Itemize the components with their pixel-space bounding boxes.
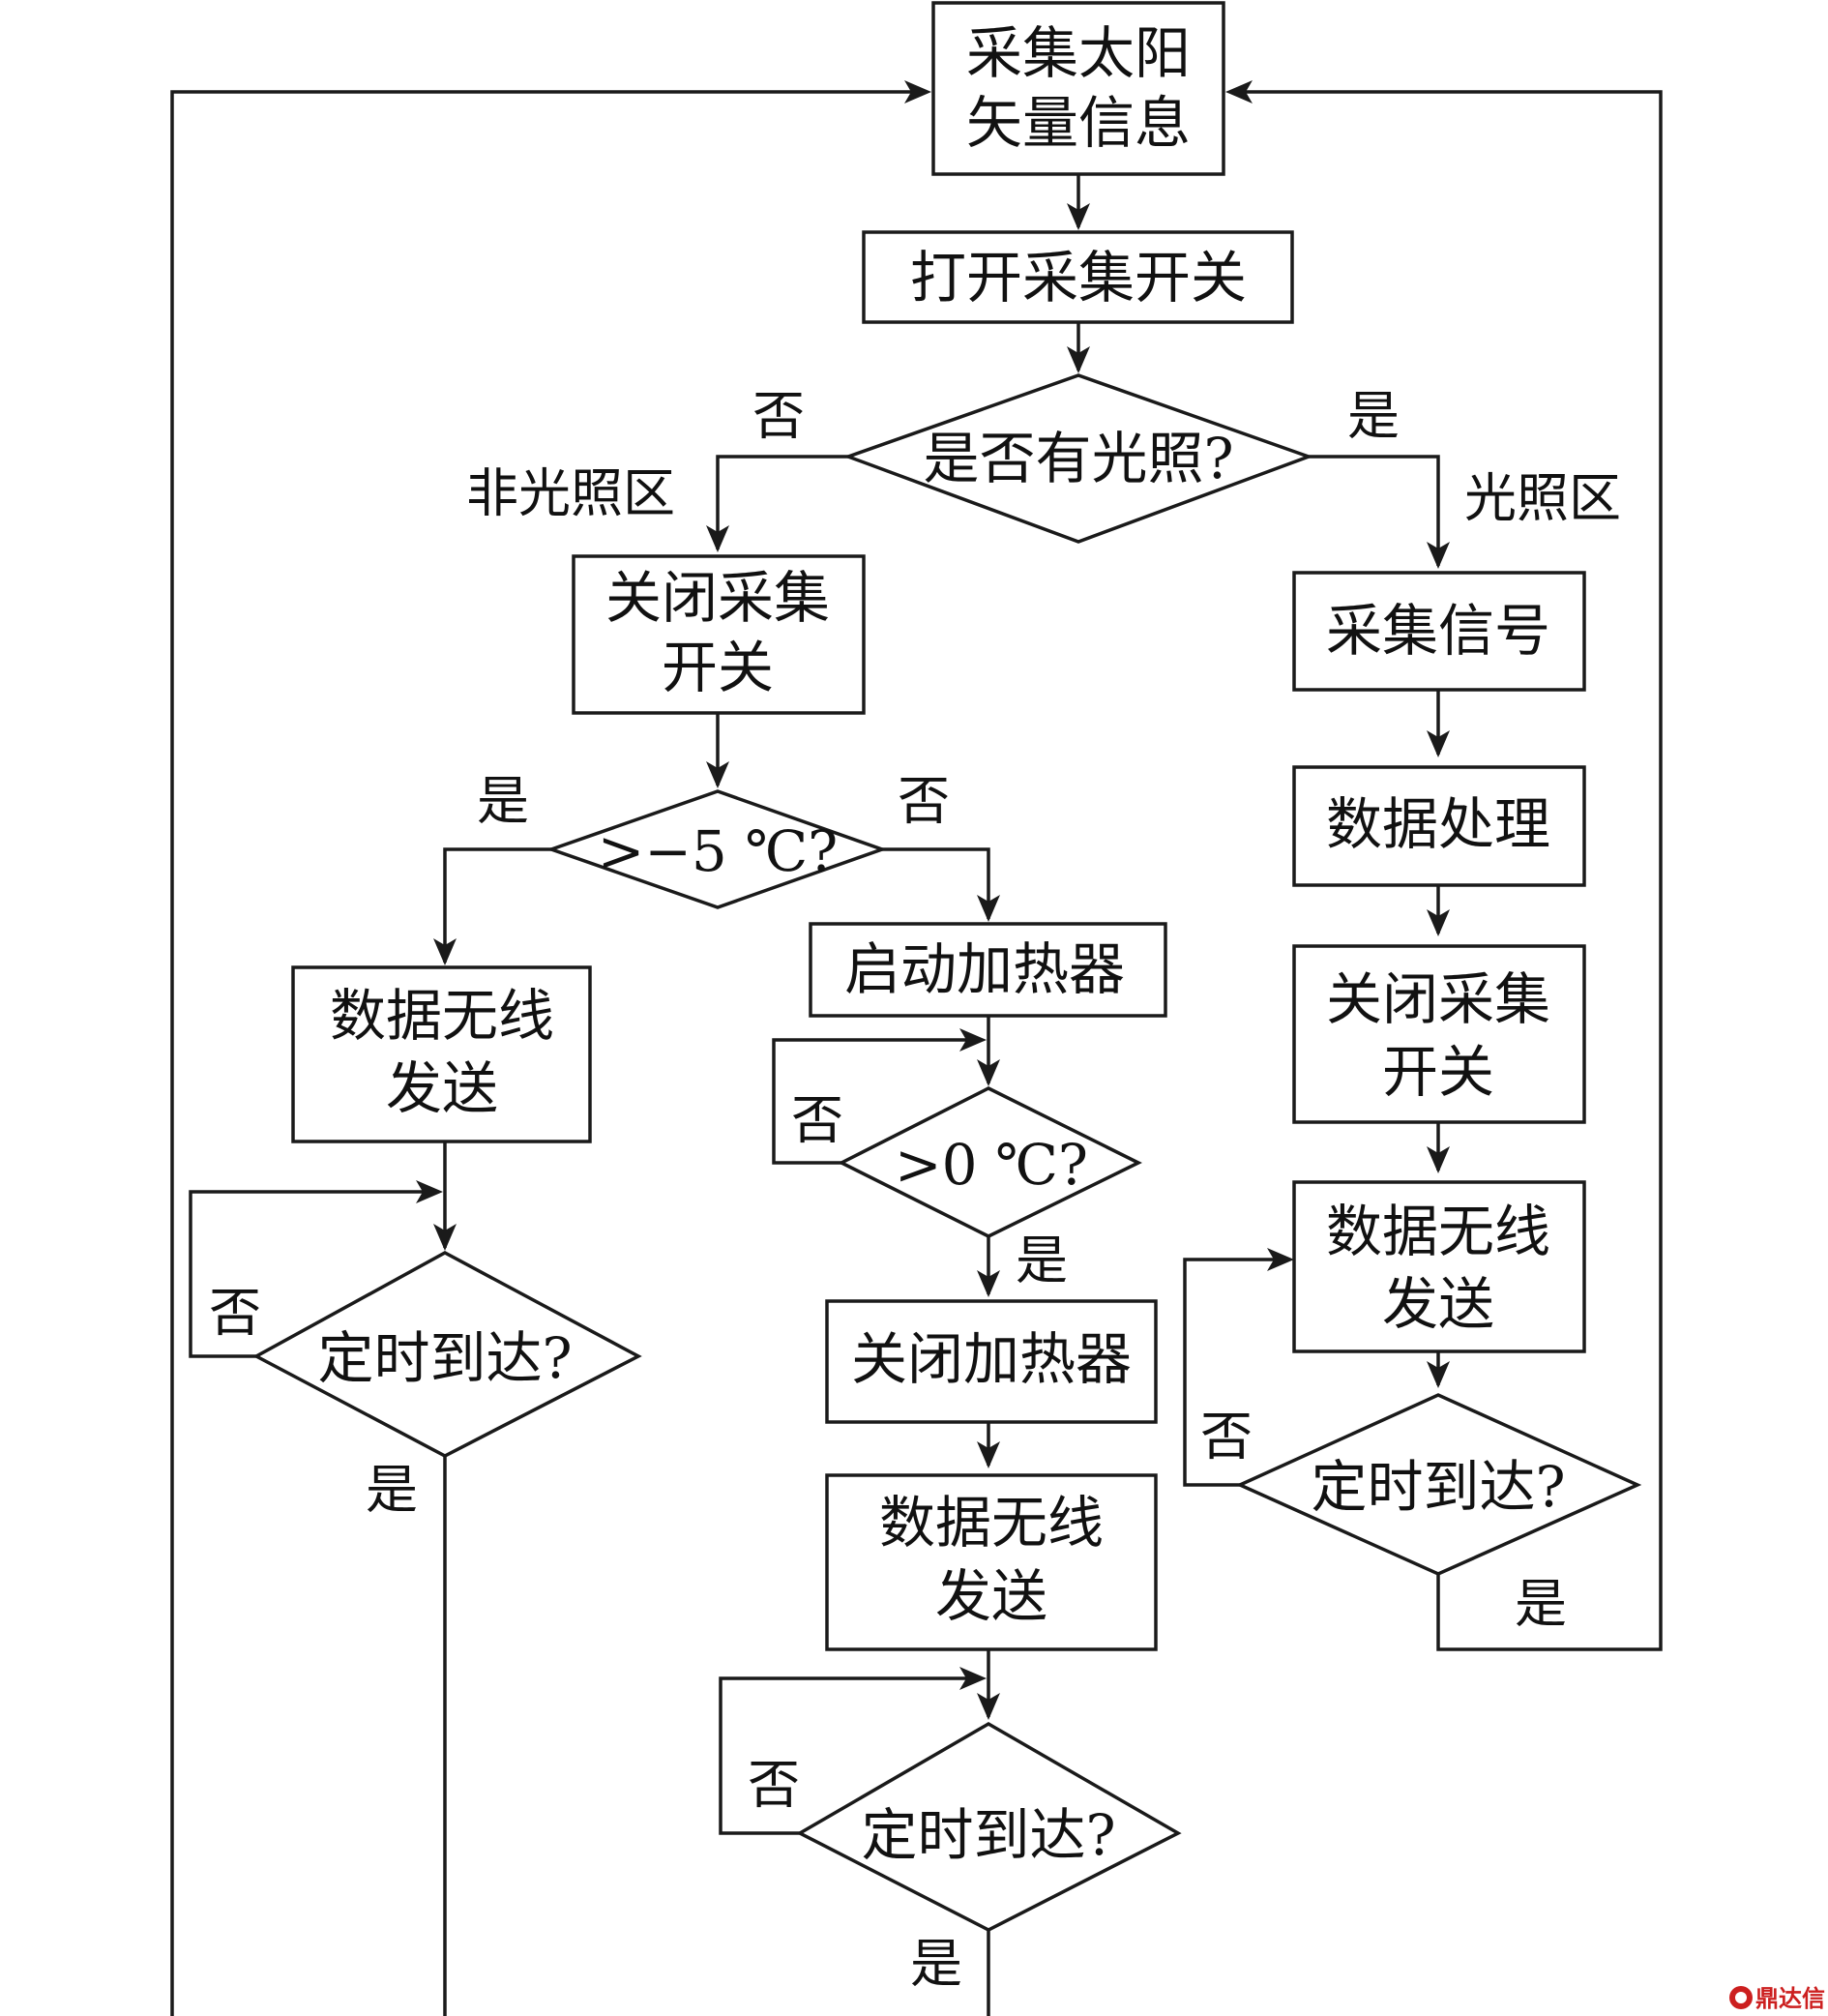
arrow-down <box>977 1059 1000 1086</box>
node-temp-gt-minus5: >−5 ℃? <box>545 789 888 909</box>
arrow-right <box>416 1180 443 1203</box>
arrow-down <box>977 1441 1000 1468</box>
label-yes: 是 <box>1016 1230 1068 1291</box>
node-text: 关闭采集 <box>605 565 830 631</box>
arrow-down <box>1067 203 1090 230</box>
arrow-down <box>706 761 729 788</box>
node-send-wireless-mid: 数据无线 发送 <box>825 1473 1158 1651</box>
node-text: 发送 <box>935 1563 1047 1629</box>
arrow-down <box>433 1224 457 1251</box>
ddx-logo-icon <box>1729 1986 1753 2009</box>
arrow-down <box>1427 730 1450 757</box>
node-text: 是否有光照? <box>923 426 1233 491</box>
arrow-down <box>1427 1146 1450 1173</box>
label-no: 否 <box>752 386 805 447</box>
label-yes: 是 <box>477 771 529 832</box>
arrow-down <box>977 1693 1000 1720</box>
arrow-down <box>1067 346 1090 373</box>
edge-light-yes <box>1309 455 1440 566</box>
label-yes: 是 <box>1347 386 1400 447</box>
edge-timer-right-yes-return <box>1238 90 1663 1651</box>
node-has-light: 是否有光照? <box>842 373 1314 544</box>
node-text: 数据无线 <box>330 983 554 1049</box>
edge-temp0-no-loop <box>772 1038 977 1165</box>
arrow-down <box>1427 1361 1450 1388</box>
node-text: 定时到达? <box>317 1325 572 1391</box>
arrow-down <box>706 525 729 552</box>
node-send-wireless-left: 数据无线 发送 <box>291 965 592 1143</box>
label-no: 否 <box>748 1755 800 1816</box>
edge-left-return <box>170 90 919 2016</box>
node-timer-mid: 定时到达? <box>796 1721 1182 1932</box>
node-temp-gt-0: >0 ℃? <box>838 1086 1142 1238</box>
node-text: >0 ℃? <box>895 1132 1088 1198</box>
arrow-left <box>1225 80 1253 104</box>
branch-labels: 否 是 非光照区 光照区 是 否 否 是 否 是 否 是 否 是 <box>209 386 1621 1995</box>
edge-timer-mid-no-loop <box>719 1676 977 1835</box>
arrow-down <box>433 938 457 965</box>
arrow-right <box>904 80 931 104</box>
arrow-down <box>977 895 1000 922</box>
node-text: 数据无线 <box>879 1490 1104 1556</box>
label-no: 否 <box>1200 1407 1253 1468</box>
node-data-processing: 数据处理 <box>1292 765 1586 887</box>
node-text: 采集信号 <box>1326 598 1550 664</box>
label-lit-zone: 光照区 <box>1464 468 1621 529</box>
arrow-right <box>959 1667 987 1690</box>
node-text: 发送 <box>1382 1271 1494 1337</box>
watermark: 鼎达信 <box>1729 1985 1825 2012</box>
node-close-collect-switch-left: 关闭采集 开关 <box>572 554 866 715</box>
node-text: 矢量信息 <box>966 90 1191 156</box>
arrow-down <box>977 1270 1000 1297</box>
arrow-right <box>959 1028 987 1052</box>
node-collect-signal: 采集信号 <box>1292 571 1586 692</box>
label-yes: 是 <box>910 1934 962 1995</box>
label-yes: 是 <box>366 1460 418 1521</box>
label-no: 否 <box>791 1090 843 1151</box>
edge-light-no <box>716 455 848 549</box>
node-close-collect-switch-right: 关闭采集 开关 <box>1292 944 1586 1124</box>
node-text: 定时到达? <box>861 1802 1115 1868</box>
node-text: 采集太阳 <box>966 20 1191 86</box>
arrow-down <box>1427 909 1450 936</box>
label-non-lit-zone: 非光照区 <box>466 463 675 524</box>
edge-minus5-no <box>882 847 990 919</box>
label-no: 否 <box>898 771 950 832</box>
node-text: 定时到达? <box>1311 1454 1565 1520</box>
label-yes: 是 <box>1515 1574 1567 1635</box>
connectors <box>170 90 1663 2016</box>
node-start-heater: 启动加热器 <box>809 922 1167 1018</box>
node-timer-left: 定时到达? <box>252 1251 642 1458</box>
node-text: 启动加热器 <box>844 936 1125 1002</box>
node-close-heater: 关闭加热器 <box>825 1299 1158 1424</box>
node-send-wireless-right: 数据无线 发送 <box>1292 1180 1586 1353</box>
node-timer-right: 定时到达? <box>1235 1393 1642 1576</box>
node-text: 开关 <box>1382 1039 1494 1105</box>
node-text: 数据无线 <box>1326 1199 1550 1264</box>
node-text: 关闭加热器 <box>851 1326 1132 1392</box>
node-text: 数据处理 <box>1326 791 1550 857</box>
arrowheads <box>416 80 1450 1720</box>
label-no: 否 <box>209 1283 261 1344</box>
node-text: 开关 <box>662 635 774 700</box>
node-text: 关闭采集 <box>1326 966 1550 1032</box>
node-text: 打开采集开关 <box>910 245 1247 311</box>
node-text: 发送 <box>386 1055 498 1121</box>
edge-timer-left-no-loop <box>189 1190 433 1358</box>
edge-minus5-yes <box>443 847 551 963</box>
node-open-collect-switch: 打开采集开关 <box>862 230 1294 324</box>
watermark-text: 鼎达信 <box>1755 1985 1825 2012</box>
edge-timer-right-no-loop <box>1183 1258 1284 1487</box>
arrow-right <box>1267 1248 1294 1271</box>
arrow-down <box>1427 542 1450 569</box>
node-text: >−5 ℃? <box>598 818 839 884</box>
node-collect-sun-vector: 采集太阳 矢量信息 <box>931 1 1225 176</box>
